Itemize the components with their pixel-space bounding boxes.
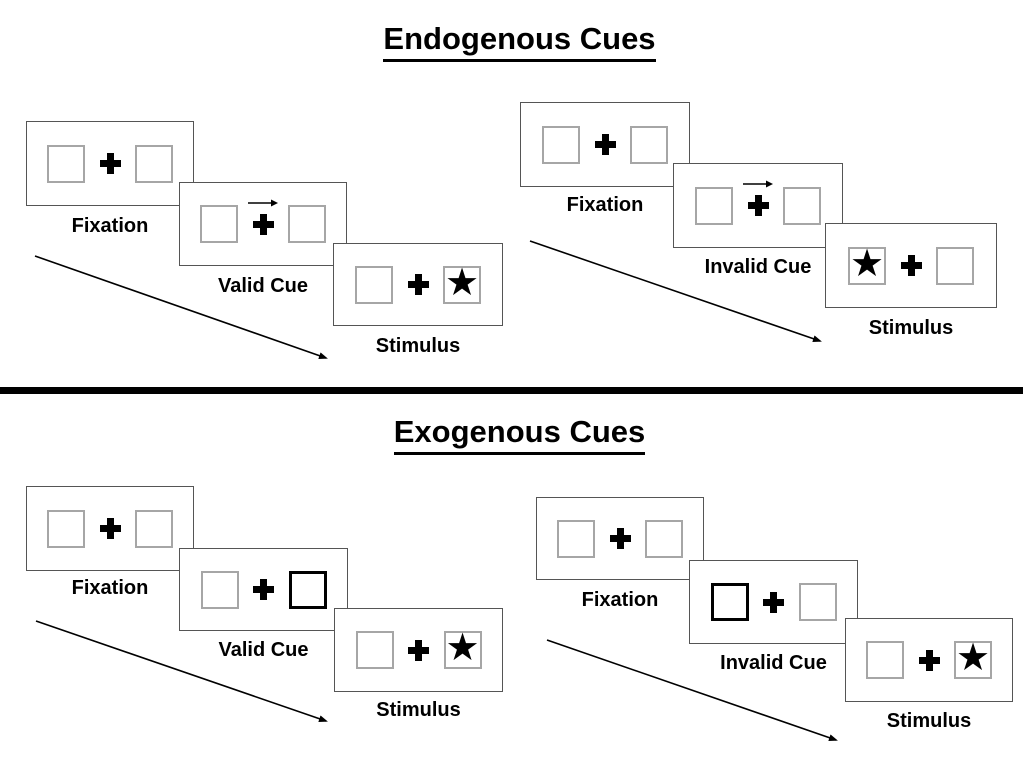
time-arrow-exogenous-invalid (546, 639, 838, 742)
right-box (936, 246, 974, 285)
star-icon: ★ (444, 261, 480, 304)
step-label: Fixation (71, 215, 149, 237)
time-arrow-endogenous-invalid (529, 240, 822, 343)
right-box (645, 519, 683, 558)
left-box (355, 265, 393, 304)
right-box (135, 144, 173, 183)
left-box-with-star: ★ (848, 242, 886, 285)
fixation-cross-icon (918, 649, 940, 671)
right-box (135, 509, 173, 548)
step-label: Valid Cue (218, 639, 309, 661)
step-label: Fixation (71, 577, 149, 599)
star-icon: ★ (445, 627, 480, 669)
step-label: Fixation (581, 589, 659, 611)
section-title-endogenous: Endogenous Cues (16, 21, 1023, 63)
step-label: Valid Cue (217, 275, 309, 297)
left-box (557, 519, 595, 558)
left-box (695, 186, 733, 225)
right-box (288, 205, 326, 243)
step-label: Invalid Cue (720, 652, 827, 674)
section-title-exogenous: Exogenous Cues (16, 414, 1023, 456)
fixation-cross-icon (253, 579, 274, 600)
left-box (47, 144, 85, 183)
fixation-cross-icon (99, 153, 121, 174)
section-divider (0, 387, 1023, 394)
stimulus-panel: ★ (333, 243, 503, 326)
star-icon: ★ (849, 242, 885, 285)
fixation-cross-icon (408, 639, 429, 661)
fixation-cross-icon (763, 591, 784, 613)
fixation-panel (26, 486, 194, 571)
stimulus-panel: ★ (334, 608, 503, 692)
left-box (355, 631, 394, 669)
star-icon: ★ (955, 637, 991, 679)
step-label: Stimulus (868, 317, 954, 339)
fixation-cross-icon (407, 274, 429, 295)
cue-arrow-right-icon (743, 180, 773, 188)
time-arrow-endogenous-valid (34, 255, 328, 359)
right-box (630, 125, 668, 164)
left-box (200, 570, 239, 609)
right-box-with-star: ★ (954, 637, 992, 679)
fixation-cross-icon (900, 255, 922, 276)
fixation-panel (520, 102, 690, 187)
right-box (783, 186, 821, 225)
time-arrow-exogenous-valid (35, 620, 328, 723)
fixation-cross-icon (99, 518, 121, 539)
fixation-cross-icon (743, 180, 773, 216)
fixation-panel (536, 497, 704, 580)
step-label: Fixation (566, 194, 644, 216)
valid-cue-panel (179, 182, 347, 266)
step-label: Invalid Cue (704, 256, 812, 278)
step-label: Stimulus (375, 335, 461, 357)
fixation-cross-icon (609, 528, 631, 549)
right-box-with-star: ★ (443, 261, 481, 304)
right-box-cue-highlight (288, 570, 327, 609)
valid-cue-panel (179, 548, 348, 631)
fixation-cross-icon (248, 199, 278, 235)
stimulus-panel: ★ (825, 223, 997, 308)
left-box (47, 509, 85, 548)
left-box (866, 641, 904, 679)
invalid-cue-panel (673, 163, 843, 248)
step-label: Stimulus (376, 699, 461, 721)
left-box (200, 205, 238, 243)
left-box-cue-highlight (710, 583, 749, 621)
fixation-panel (26, 121, 194, 206)
invalid-cue-panel (689, 560, 858, 644)
cue-arrow-right-icon (248, 199, 278, 206)
right-box (798, 583, 837, 621)
stimulus-panel: ★ (845, 618, 1013, 702)
fixation-cross-icon (594, 134, 616, 155)
step-label: Stimulus (886, 710, 972, 732)
left-box (542, 125, 580, 164)
right-box-with-star: ★ (443, 627, 482, 669)
